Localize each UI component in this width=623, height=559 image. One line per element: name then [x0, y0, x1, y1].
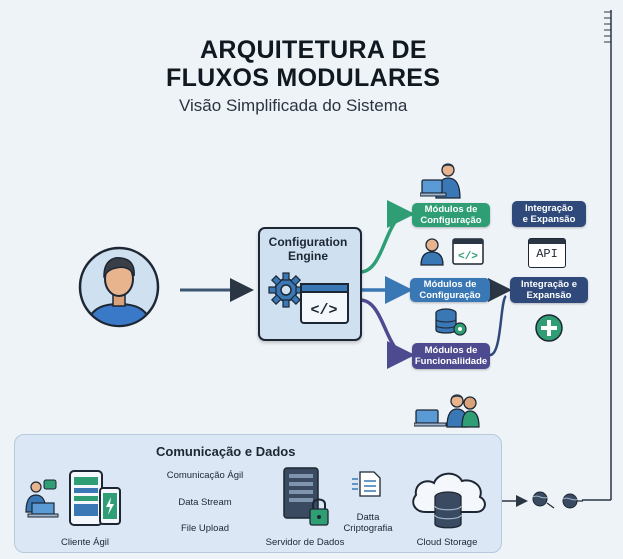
- config-module-top: Módulos de Configuração: [412, 203, 490, 227]
- client-devices-icon: [25, 470, 121, 526]
- encrypted-document-icon: [352, 471, 381, 497]
- integration-top-label-1: Integração: [524, 203, 574, 214]
- integration-mid-label-2: Expansão: [526, 290, 572, 301]
- crypto-label-2: Criptografia: [343, 523, 393, 534]
- server-label: Servidor de Dados: [265, 537, 345, 548]
- func-to-integration-arrow: [489, 294, 508, 357]
- title-line-1: ARQUITETURA DE: [200, 36, 427, 64]
- config-module-top-label-2: Configuração: [420, 215, 482, 226]
- code-icon: </>: [452, 238, 484, 265]
- flow-1-label: Comunicação Ágil: [166, 470, 244, 481]
- api-window-icon: API: [528, 238, 566, 268]
- team-laptop-icon: [414, 394, 480, 428]
- storage-label: Cloud Storage: [416, 537, 478, 548]
- config-module-top-label-1: Módulos de: [424, 204, 478, 215]
- engine-to-func-arrow: [359, 298, 415, 369]
- communication-title: Comunicação e Dados: [156, 444, 296, 459]
- svg-text:</>: </>: [310, 302, 337, 319]
- api-label: API: [536, 247, 558, 261]
- config-module-mid-label-1: Módulos de: [423, 279, 477, 290]
- plus-icon: [535, 314, 563, 342]
- developer-laptop-icon: [420, 163, 461, 199]
- integration-mid-label-1: Integração e: [521, 279, 577, 290]
- engine-to-config-top-arrow: [359, 200, 415, 274]
- cloud-storage-icon: [412, 472, 486, 529]
- integration-top-label-2: e Expansão: [522, 214, 576, 225]
- ruler: [582, 10, 612, 501]
- integration-top: Integração e Expansão: [512, 201, 586, 227]
- flow-2-label: Data Stream: [178, 497, 232, 508]
- func-module-label-1: Módulos de: [424, 345, 478, 356]
- integration-mid: Integração e Expansão: [510, 277, 588, 303]
- title-line-2: FLUXOS MODULARES: [166, 64, 441, 92]
- func-module-label-2: Funcionaliidade: [414, 356, 488, 367]
- client-label: Cliente Ágil: [60, 537, 110, 548]
- config-module-mid: Módulos de Configuração: [410, 278, 490, 302]
- crypto-label-1: Datta: [356, 512, 380, 523]
- user-profile-icon: [420, 238, 444, 266]
- subtitle: Visão Simplificada do Sistema: [179, 96, 408, 115]
- gear-icon: [268, 272, 304, 308]
- func-module: Módulos de Funcionaliidade: [412, 343, 490, 369]
- engine-label-2: Engine: [287, 249, 328, 263]
- svg-text:</>: </>: [458, 251, 478, 263]
- database-gear-icon: [435, 308, 467, 336]
- server-icon: [283, 467, 329, 526]
- user-avatar-icon: [78, 246, 160, 328]
- flow-3-label: File Upload: [180, 523, 230, 534]
- code-window-icon: </>: [300, 283, 349, 324]
- engine-label-1: Configuration: [268, 235, 348, 249]
- scribble-network-icon: [532, 491, 583, 509]
- config-module-mid-label-2: Configuração: [419, 290, 481, 301]
